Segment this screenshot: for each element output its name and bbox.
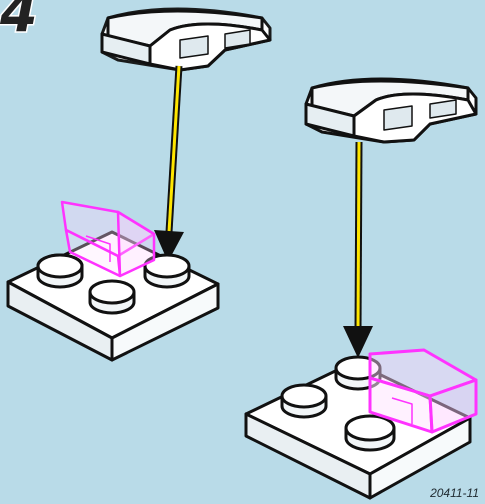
step-number: 4 — [0, 0, 39, 44]
down-arrow-icon — [343, 141, 373, 358]
cheese-slope-icon — [368, 348, 478, 434]
slope-brick-icon — [100, 7, 272, 72]
part-code: 20411-11 — [430, 486, 479, 500]
cheese-slope-icon — [60, 200, 156, 278]
down-arrow-icon — [154, 65, 184, 262]
plate-2x2-icon — [6, 230, 220, 362]
slope-brick-icon — [304, 77, 478, 144]
